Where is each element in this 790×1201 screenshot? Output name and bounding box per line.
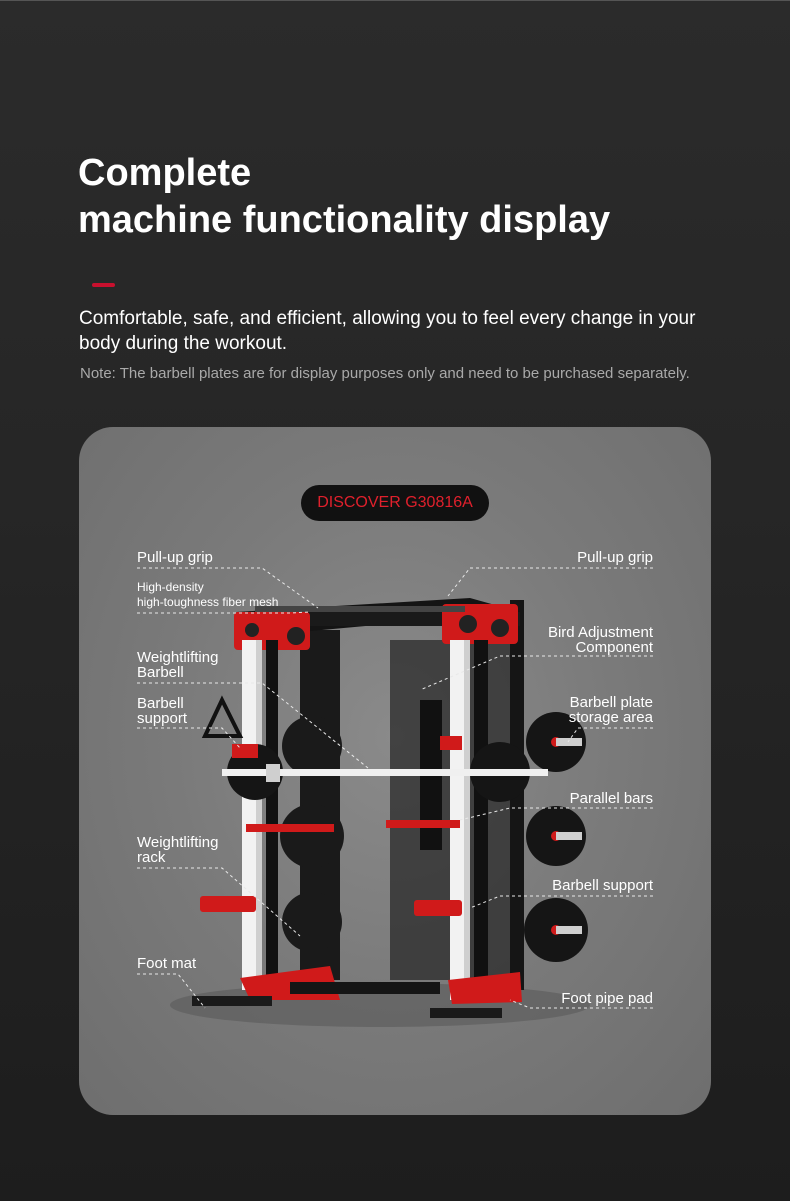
- page-title: Complete machine functionality display: [78, 150, 610, 244]
- label-support-line2: support: [137, 710, 188, 727]
- label-storage-line2: storage area: [568, 709, 653, 726]
- label-bird-line2: Component: [575, 639, 653, 656]
- accent-bar: [92, 283, 115, 287]
- title-line-1: Complete: [78, 152, 252, 194]
- label-rack-line2: rack: [137, 849, 166, 866]
- label-fiber-mesh-line2: high-toughness fiber mesh: [137, 595, 279, 609]
- label-barbell-line2: Barbell: [137, 664, 184, 681]
- label-fiber-mesh-line1: High-density: [137, 580, 204, 594]
- top-divider: [0, 0, 790, 1]
- label-barbell-support-right: Barbell support: [552, 877, 653, 894]
- label-storage-line1: Barbell plate: [569, 694, 653, 711]
- subtitle: Comfortable, safe, and efficient, allowi…: [79, 308, 696, 354]
- disclaimer-note: Note: The barbell plates are for display…: [80, 365, 690, 382]
- label-foot-pipe-pad: Foot pipe pad: [561, 990, 653, 1007]
- label-rack-line1: Weightlifting: [137, 834, 219, 851]
- model-badge: DISCOVER G30816A: [301, 485, 489, 521]
- label-pull-up-grip-left: Pull-up grip: [137, 549, 213, 566]
- label-support-line1: Barbell: [137, 695, 184, 712]
- title-line-2: machine functionality display: [78, 199, 611, 241]
- label-barbell-line1: Weightlifting: [137, 649, 219, 666]
- label-pull-up-grip-right: Pull-up grip: [577, 549, 653, 566]
- label-foot-mat: Foot mat: [137, 955, 197, 972]
- label-bird-line1: Bird Adjustment: [547, 624, 653, 641]
- label-parallel-bars: Parallel bars: [569, 790, 653, 807]
- product-panel: [79, 427, 711, 1115]
